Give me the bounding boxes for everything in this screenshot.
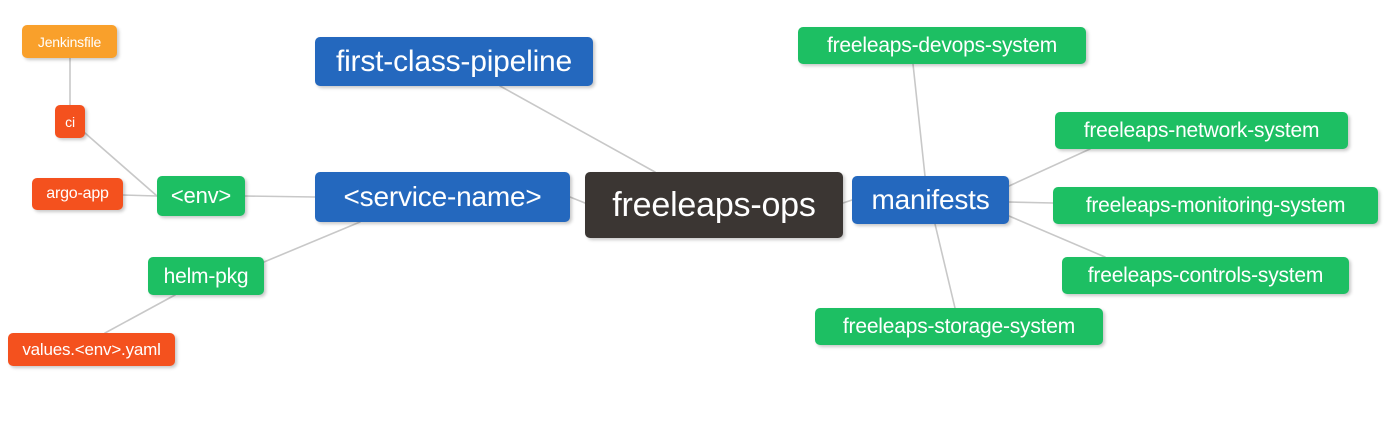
node-env[interactable]: <env> (157, 176, 245, 216)
node-monitoring-system[interactable]: freeleaps-monitoring-system (1053, 187, 1378, 224)
node-service-name[interactable]: <service-name> (315, 172, 570, 222)
node-helm-pkg[interactable]: helm-pkg (148, 257, 264, 295)
node-devops-system[interactable]: freeleaps-devops-system (798, 27, 1086, 64)
node-ci[interactable]: ci (55, 105, 85, 138)
node-freeleaps-ops[interactable]: freeleaps-ops (585, 172, 843, 238)
node-controls-system[interactable]: freeleaps-controls-system (1062, 257, 1349, 294)
node-argo-app[interactable]: argo-app (32, 178, 123, 210)
node-jenkinsfile[interactable]: Jenkinsfile (22, 25, 117, 58)
node-network-system[interactable]: freeleaps-network-system (1055, 112, 1348, 149)
node-manifests[interactable]: manifests (852, 176, 1009, 224)
node-storage-system[interactable]: freeleaps-storage-system (815, 308, 1103, 345)
node-values-yaml[interactable]: values.<env>.yaml (8, 333, 175, 366)
node-first-class-pipeline[interactable]: first-class-pipeline (315, 37, 593, 86)
